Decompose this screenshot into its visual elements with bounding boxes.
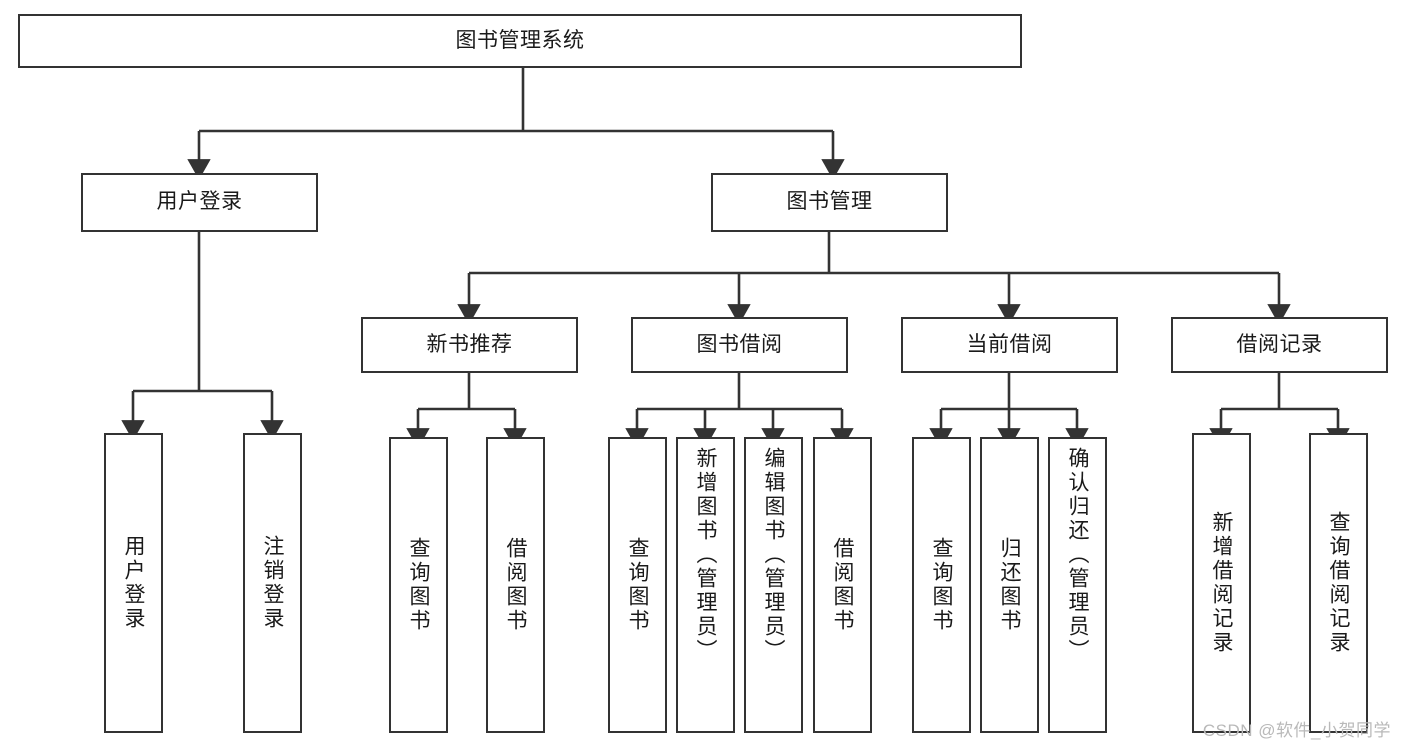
node-borrow-record-label: 借阅记录 — [1236, 332, 1323, 356]
node-leaf-confirm-return-label: 确认归还（管理员） — [1066, 447, 1089, 663]
node-user-login[interactable]: 用户登录 — [81, 173, 318, 232]
node-leaf-query-record-label: 查询借阅记录 — [1327, 511, 1350, 655]
node-current-borrow[interactable]: 当前借阅 — [901, 317, 1118, 373]
node-leaf-query-book-2[interactable]: 查询图书 — [608, 437, 667, 733]
node-leaf-query-book-3[interactable]: 查询图书 — [912, 437, 971, 733]
node-leaf-add-book-label: 新增图书（管理员） — [694, 447, 717, 663]
node-leaf-user-login-label: 用户登录 — [122, 535, 145, 631]
node-borrow-record[interactable]: 借阅记录 — [1171, 317, 1388, 373]
node-leaf-edit-book[interactable]: 编辑图书（管理员） — [744, 437, 803, 733]
node-leaf-query-book-1[interactable]: 查询图书 — [389, 437, 448, 733]
node-leaf-add-book[interactable]: 新增图书（管理员） — [676, 437, 735, 733]
node-book-manage[interactable]: 图书管理 — [711, 173, 948, 232]
node-leaf-confirm-return[interactable]: 确认归还（管理员） — [1048, 437, 1107, 733]
node-leaf-borrow-book-2-label: 借阅图书 — [831, 537, 854, 633]
node-leaf-user-login[interactable]: 用户登录 — [104, 433, 163, 733]
node-leaf-add-record-label: 新增借阅记录 — [1210, 511, 1233, 655]
node-leaf-add-record[interactable]: 新增借阅记录 — [1192, 433, 1251, 733]
node-leaf-logout[interactable]: 注销登录 — [243, 433, 302, 733]
node-leaf-logout-label: 注销登录 — [261, 535, 284, 631]
node-book-borrow[interactable]: 图书借阅 — [631, 317, 848, 373]
node-book-manage-label: 图书管理 — [786, 190, 873, 214]
node-leaf-query-record[interactable]: 查询借阅记录 — [1309, 433, 1368, 733]
node-leaf-borrow-book-1-label: 借阅图书 — [504, 537, 527, 633]
node-leaf-return-book[interactable]: 归还图书 — [980, 437, 1039, 733]
node-leaf-borrow-book-1[interactable]: 借阅图书 — [486, 437, 545, 733]
node-root-label: 图书管理系统 — [455, 28, 585, 52]
node-leaf-borrow-book-2[interactable]: 借阅图书 — [813, 437, 872, 733]
csdn-watermark: CSDN @软件_小贺同学 — [1202, 721, 1391, 740]
node-leaf-query-book-1-label: 查询图书 — [407, 537, 430, 633]
node-new-book-rec[interactable]: 新书推荐 — [361, 317, 578, 373]
node-leaf-edit-book-label: 编辑图书（管理员） — [762, 447, 785, 663]
node-book-borrow-label: 图书借阅 — [696, 332, 783, 356]
node-root[interactable]: 图书管理系统 — [18, 14, 1022, 68]
node-leaf-query-book-2-label: 查询图书 — [626, 537, 649, 633]
node-leaf-return-book-label: 归还图书 — [998, 537, 1021, 633]
node-leaf-query-book-3-label: 查询图书 — [930, 537, 953, 633]
node-user-login-label: 用户登录 — [156, 190, 243, 214]
node-current-borrow-label: 当前借阅 — [966, 332, 1053, 356]
node-new-book-rec-label: 新书推荐 — [426, 332, 513, 356]
